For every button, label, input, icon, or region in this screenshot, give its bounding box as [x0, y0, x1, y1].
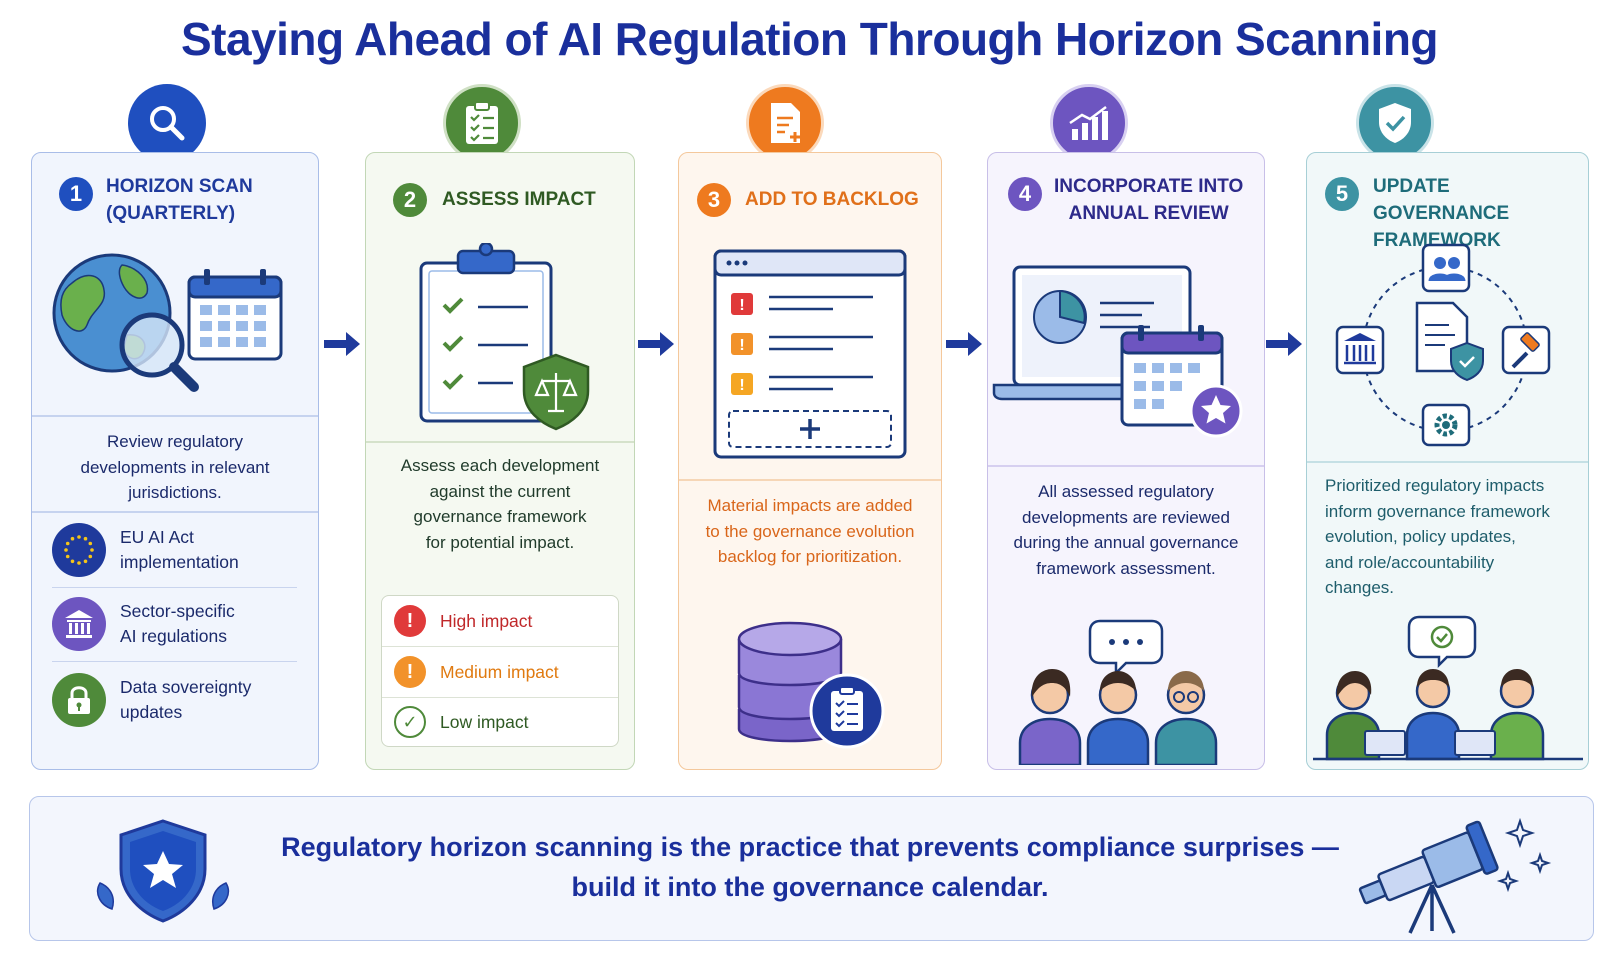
source-sector-specific: Sector-specific AI regulations [52, 589, 297, 659]
clipboard-icon [443, 84, 521, 162]
step-number: 2 [393, 183, 427, 217]
step-heading: UPDATE GOVERNANCE FRAMEWORK [1373, 176, 1510, 251]
source-eu-ai-act: EU AI Act implementation [52, 515, 297, 585]
step-heading: INCORPORATE INTO ANNUAL REVIEW [1054, 176, 1244, 224]
institution-icon [52, 597, 106, 651]
impact-medium: ! Medium impact [382, 647, 618, 697]
arrow-right-icon [324, 332, 360, 356]
step-number: 4 [1008, 177, 1042, 211]
governance-cycle-illustration [1307, 239, 1588, 449]
search-icon [128, 84, 206, 162]
step-number: 1 [59, 177, 93, 211]
step-description: Assess each development against the curr… [400, 456, 600, 552]
key-takeaway-banner: Regulatory horizon scanning is the pract… [29, 796, 1594, 941]
impact-level-list: ! High impact ! Medium impact ✓ Low impa… [381, 595, 619, 747]
step-description: Review regulatory developments in releva… [80, 432, 270, 502]
arrow-right-icon [946, 332, 982, 356]
check-icon: ✓ [394, 706, 426, 738]
alert-icon: ! [394, 605, 426, 637]
step-description: All assessed regulatory developments are… [1013, 482, 1239, 578]
globe-calendar-illustration [32, 245, 318, 405]
step-card-assess-impact: 2 ASSESS IMPACT Assess each development … [365, 152, 635, 770]
arrow-right-icon [638, 332, 674, 356]
impact-high: ! High impact [382, 596, 618, 646]
document-add-icon [746, 84, 824, 162]
svg-text:!: ! [739, 377, 744, 394]
shield-star-icon [96, 819, 230, 923]
step-number: 5 [1325, 177, 1359, 211]
step-card-annual-review: 4 INCORPORATE INTO ANNUAL REVIEW Al [987, 152, 1265, 770]
shield-check-icon [1356, 84, 1434, 162]
source-data-sovereignty: Data sovereignty updates [52, 665, 297, 735]
step-card-update-framework: 5 UPDATE GOVERNANCE FRAMEWORK Prioritize… [1306, 152, 1589, 770]
page-title: Staying Ahead of AI Regulation Through H… [180, 13, 1439, 65]
step-description: Material impacts are added to the govern… [705, 496, 915, 566]
step-heading: ADD TO BACKLOG [745, 189, 919, 210]
step-number: 3 [697, 183, 731, 217]
team-laptops-illustration [1307, 613, 1588, 763]
database-icon [679, 599, 941, 749]
arrow-right-icon [1266, 332, 1302, 356]
telescope-icon [1358, 817, 1552, 934]
banner-message: Regulatory horizon scanning is the pract… [281, 832, 1339, 902]
lock-icon [52, 673, 106, 727]
svg-text:!: ! [739, 297, 744, 314]
alert-icon: ! [394, 656, 426, 688]
bar-chart-icon [1050, 84, 1128, 162]
svg-text:!: ! [739, 337, 744, 354]
team-discussion-illustration [988, 615, 1264, 767]
step-card-add-to-backlog: 3 ADD TO BACKLOG ! ! ! Material impacts … [678, 152, 942, 770]
checklist-scales-illustration [366, 241, 634, 443]
backlog-list-illustration: ! ! ! [679, 245, 941, 465]
step-heading: ASSESS IMPACT [442, 189, 596, 210]
step-heading: HORIZON SCAN (QUARTERLY) [106, 176, 253, 224]
laptop-calendar-illustration [988, 261, 1264, 451]
impact-low: ✓ Low impact [382, 697, 618, 747]
eu-flag-icon [52, 523, 106, 577]
step-card-horizon-scan: 1 HORIZON SCAN (QUARTERLY) Review regula… [31, 152, 319, 770]
step-description: Prioritized regulatory impacts inform go… [1325, 476, 1550, 597]
